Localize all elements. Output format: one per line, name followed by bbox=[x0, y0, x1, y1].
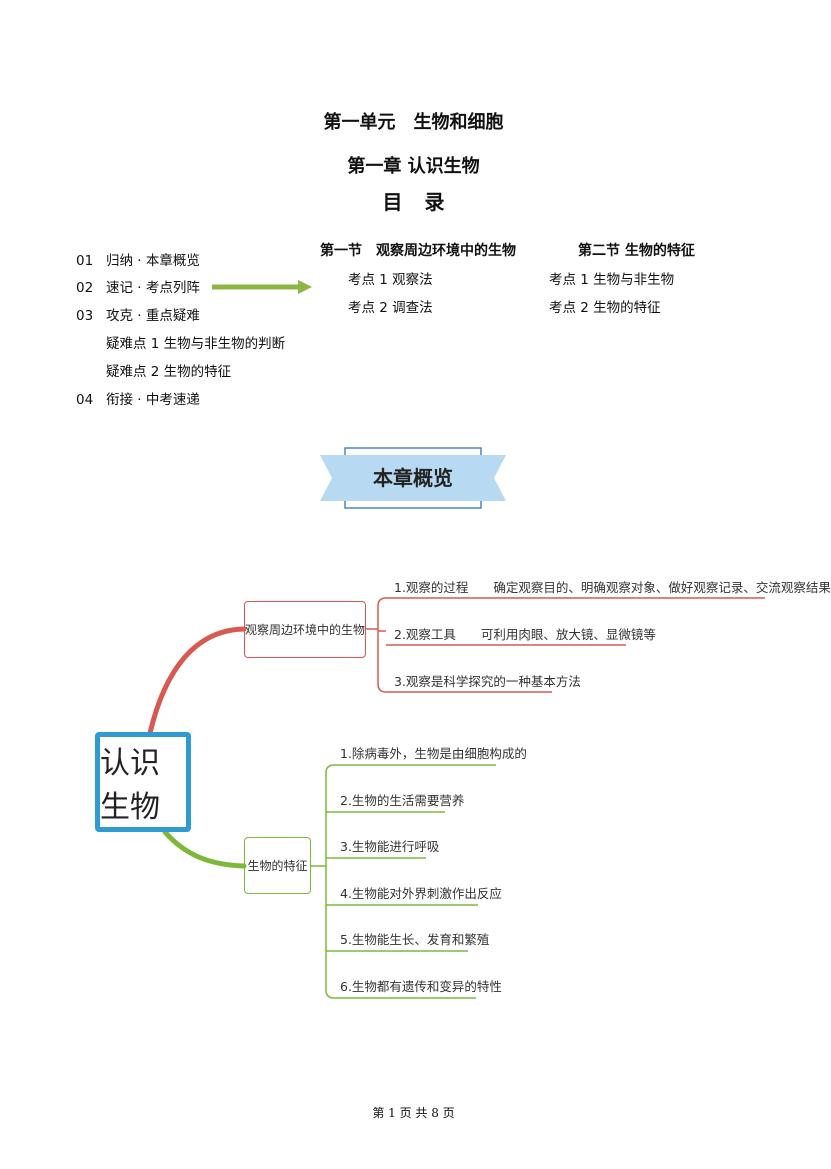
mindmap-branch-label: 观察周边环境中的生物 bbox=[245, 623, 366, 637]
chapter-title: 第一章 认识生物 bbox=[347, 156, 480, 177]
banner-title: 本章概览 bbox=[373, 466, 453, 490]
mindmap-leaf: 5.生物能生长、发育和繁殖 bbox=[340, 932, 490, 947]
section-1-point-2[interactable]: 考点 2 调查法 bbox=[348, 300, 433, 316]
toc-title: 目录 bbox=[382, 190, 467, 214]
toc-subitem-difficulty-2[interactable]: 疑难点 2 生物的特征 bbox=[76, 360, 231, 380]
mindmap-branch-label: 生物的特征 bbox=[247, 859, 308, 873]
mindmap-leaf: 6.生物都有遗传和变异的特性 bbox=[340, 979, 502, 994]
section-2-point-1[interactable]: 考点 1 生物与非生物 bbox=[549, 272, 675, 288]
toc-item-number: 04 bbox=[76, 392, 94, 408]
toc-item-label: 归纳 · 本章概览 bbox=[106, 253, 200, 269]
toc-item-label: 衔接 · 中考速递 bbox=[106, 392, 200, 408]
toc-subitem-difficulty-1[interactable]: 疑难点 1 生物与非生物的判断 bbox=[76, 332, 285, 352]
toc-item-number: 01 bbox=[76, 253, 94, 269]
toc-item-label: 疑难点 1 生物与非生物的判断 bbox=[106, 336, 286, 352]
unit-title: 第一单元 生物和细胞 bbox=[323, 112, 504, 133]
page-footer: 第 1 页 共 8 页 bbox=[372, 1106, 455, 1120]
mindmap-leaf: 1.观察的过程 确定观察目的、明确观察对象、做好观察记录、交流观察结果 bbox=[394, 580, 831, 595]
toc-item-01[interactable]: 01 归纳 · 本章概览 bbox=[76, 249, 200, 269]
mindmap-leaf: 4.生物能对外界刺激作出反应 bbox=[340, 886, 502, 901]
toc-item-label: 疑难点 2 生物的特征 bbox=[106, 364, 232, 380]
arrow-right-icon bbox=[212, 280, 312, 294]
section-1-title[interactable]: 第一节 观察周边环境中的生物 bbox=[320, 243, 516, 259]
mindmap-leaf: 3.观察是科学探究的一种基本方法 bbox=[394, 674, 581, 689]
chapter-overview-banner bbox=[320, 447, 506, 509]
toc-item-04[interactable]: 04 衔接 · 中考速递 bbox=[76, 388, 200, 408]
mindmap-leaf: 2.生物的生活需要营养 bbox=[340, 793, 465, 808]
mindmap-root-label: 认识生物 bbox=[100, 746, 160, 825]
toc-item-label: 攻克 · 重点疑难 bbox=[106, 308, 200, 324]
section-2-title[interactable]: 第二节 生物的特征 bbox=[578, 243, 695, 259]
mindmap-leaf: 2.观察工具 可利用肉眼、放大镜、显微镜等 bbox=[394, 627, 656, 642]
mindmap-leaf: 3.生物能进行呼吸 bbox=[340, 839, 440, 854]
toc-item-number: 03 bbox=[76, 308, 94, 324]
mindmap-connectors bbox=[147, 597, 765, 999]
toc-item-02[interactable]: 02 速记 · 考点列阵 bbox=[76, 276, 200, 296]
mindmap-leaf: 1.除病毒外，生物是由细胞构成的 bbox=[340, 746, 527, 761]
toc-item-number: 02 bbox=[76, 280, 94, 296]
section-1-point-1[interactable]: 考点 1 观察法 bbox=[348, 272, 433, 288]
mindmap-branch-features: 生物的特征 bbox=[244, 837, 311, 894]
mindmap-root-node: 认识生物 bbox=[95, 732, 191, 832]
section-2-point-2[interactable]: 考点 2 生物的特征 bbox=[549, 300, 661, 316]
toc-item-label: 速记 · 考点列阵 bbox=[106, 280, 200, 296]
toc-item-03[interactable]: 03 攻克 · 重点疑难 bbox=[76, 304, 200, 324]
mindmap-branch-observe: 观察周边环境中的生物 bbox=[244, 601, 366, 658]
